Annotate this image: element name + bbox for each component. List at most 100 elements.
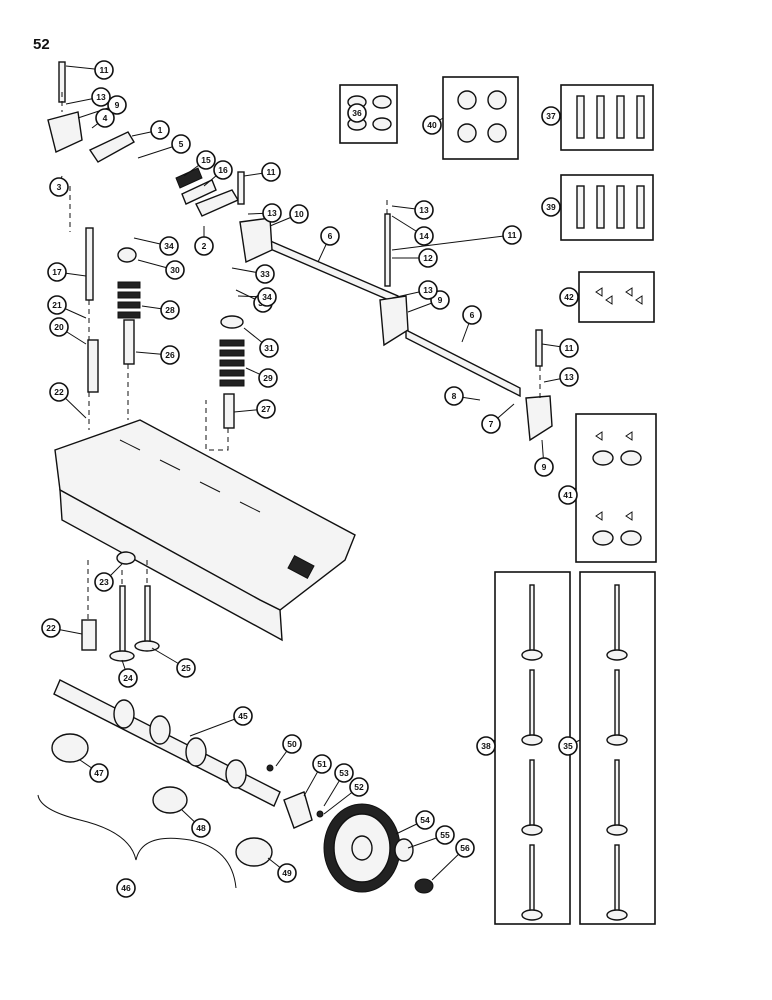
- callout-35: 35: [558, 736, 578, 756]
- callout-49: 49: [277, 863, 297, 883]
- valve-head: [606, 824, 628, 836]
- valve-head: [606, 649, 628, 661]
- callout-number: 30: [170, 265, 180, 275]
- callout-24: 24: [118, 668, 138, 688]
- callout-17: 17: [47, 262, 67, 282]
- callout-number: 40: [427, 120, 437, 130]
- callout-22: 22: [41, 618, 61, 638]
- callout-13: 13: [418, 280, 438, 300]
- callout-5: 5: [171, 134, 191, 154]
- callout-number: 35: [563, 741, 573, 751]
- valve-head: [521, 824, 543, 836]
- valve-head: [521, 909, 543, 921]
- callout-number: 3: [57, 182, 62, 192]
- callout-number: 28: [165, 305, 175, 315]
- callout-number: 52: [354, 782, 364, 792]
- callout-number: 12: [423, 253, 433, 263]
- rocker-supports: [47, 111, 553, 442]
- callout-number: 17: [52, 267, 62, 277]
- callout-number: 50: [287, 739, 297, 749]
- callout-3: 3: [49, 177, 69, 197]
- rocker-arms: [88, 131, 240, 217]
- callout-number: 8: [452, 391, 457, 401]
- callout-28: 28: [160, 300, 180, 320]
- callout-21: 21: [47, 295, 67, 315]
- camshaft-gear-and-plate: [266, 764, 434, 894]
- callout-13: 13: [414, 200, 434, 220]
- callout-13: 13: [559, 367, 579, 387]
- callout-number: 34: [262, 292, 272, 302]
- callout-34: 34: [257, 287, 277, 307]
- callout-number: 14: [419, 231, 429, 241]
- callout-number: 41: [563, 490, 573, 500]
- valve-head: [606, 734, 628, 746]
- callout-56: 56: [455, 838, 475, 858]
- callout-31: 31: [259, 338, 279, 358]
- callout-number: 23: [99, 577, 109, 587]
- callout-8: 8: [444, 386, 464, 406]
- callout-number: 13: [564, 372, 574, 382]
- callout-22: 22: [49, 382, 69, 402]
- callout-number: 11: [565, 343, 574, 353]
- callout-number: 33: [260, 269, 270, 279]
- callout-number: 13: [419, 205, 429, 215]
- callout-11: 11: [94, 60, 114, 80]
- callout-number: 16: [218, 165, 228, 175]
- callout-number: 48: [196, 823, 206, 833]
- callout-11: 11: [559, 338, 579, 358]
- valve-guide-set-panel-37: [560, 84, 654, 151]
- callout-15: 15: [196, 150, 216, 170]
- callout-number: 6: [470, 310, 475, 320]
- callout-6: 6: [462, 305, 482, 325]
- callout-number: 29: [263, 373, 273, 383]
- callout-number: 11: [508, 230, 517, 240]
- callout-1: 1: [150, 120, 170, 140]
- callout-number: 24: [123, 673, 133, 683]
- callout-number: 11: [267, 167, 276, 177]
- callout-number: 42: [564, 292, 574, 302]
- callout-number: 22: [54, 387, 64, 397]
- callout-number: 13: [267, 208, 277, 218]
- callout-number: 5: [179, 139, 184, 149]
- callout-46: 46: [116, 878, 136, 898]
- callout-number: 39: [546, 202, 556, 212]
- callout-29: 29: [258, 368, 278, 388]
- callout-26: 26: [160, 345, 180, 365]
- callout-34: 34: [159, 236, 179, 256]
- valve-head: [521, 734, 543, 746]
- callout-number: 15: [201, 155, 211, 165]
- callout-number: 7: [489, 419, 494, 429]
- callout-30: 30: [165, 260, 185, 280]
- callout-number: 26: [165, 350, 175, 360]
- valve-keeper-panel-42: [578, 271, 655, 323]
- callout-9: 9: [534, 457, 554, 477]
- callout-37: 37: [541, 106, 561, 126]
- callout-6: 6: [320, 226, 340, 246]
- callout-number: 13: [423, 285, 433, 295]
- valve-stem: [614, 584, 620, 654]
- callout-11: 11: [502, 225, 522, 245]
- callout-number: 49: [282, 868, 292, 878]
- panel-valves: [521, 584, 628, 921]
- callout-number: 38: [481, 741, 491, 751]
- valve-stem: [614, 669, 620, 739]
- callout-10: 10: [289, 204, 309, 224]
- callout-number: 56: [460, 843, 470, 853]
- callout-39: 39: [541, 197, 561, 217]
- callout-number: 9: [115, 100, 120, 110]
- callout-number: 1: [158, 125, 163, 135]
- callout-number: 47: [94, 768, 104, 778]
- callout-leader-11: [391, 234, 513, 251]
- callout-number: 45: [238, 711, 248, 721]
- camshaft: [53, 679, 281, 807]
- callout-number: 54: [420, 815, 430, 825]
- callout-38: 38: [476, 736, 496, 756]
- callout-number: 37: [546, 111, 556, 121]
- part-callouts: 1234566789991011111111121313131313141516…: [41, 60, 579, 898]
- callout-27: 27: [256, 399, 276, 419]
- valve-stem: [614, 759, 620, 829]
- callout-number: 51: [317, 759, 327, 769]
- cam-bearings: [51, 733, 273, 867]
- callout-50: 50: [282, 734, 302, 754]
